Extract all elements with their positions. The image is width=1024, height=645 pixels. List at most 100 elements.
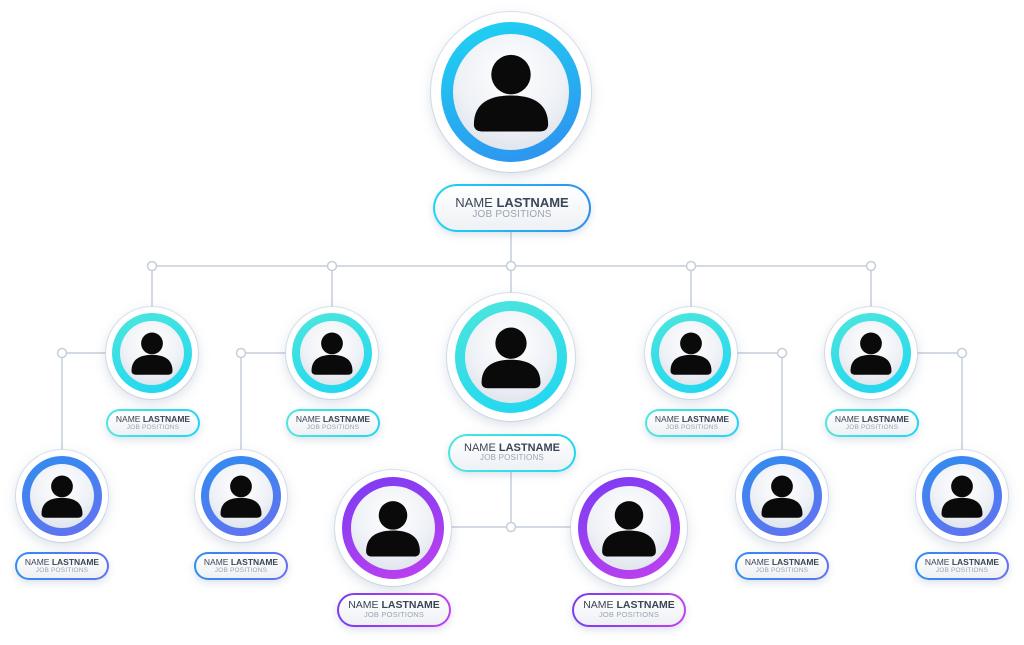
first-name: NAME <box>744 556 770 567</box>
avatar-ring <box>292 313 372 393</box>
connector-dot <box>865 260 877 272</box>
job-position: JOB POSITIONS <box>665 423 719 431</box>
person-icon <box>366 501 420 557</box>
first-name: NAME <box>24 556 50 567</box>
connector-line <box>917 352 963 450</box>
person-name: NAME LASTNAME <box>348 600 440 611</box>
avatar-inner <box>750 464 814 528</box>
avatar-inner <box>30 464 94 528</box>
last-name: LASTNAME <box>496 194 569 210</box>
first-name: NAME <box>464 441 496 454</box>
person-name: NAME LASTNAME <box>204 558 278 567</box>
avatar-inner <box>659 321 723 385</box>
job-position: JOB POSITIONS <box>363 610 425 620</box>
avatar[interactable] <box>16 450 108 542</box>
connector-dot <box>685 260 697 272</box>
person-icon <box>41 475 83 518</box>
person-name: NAME LASTNAME <box>835 415 909 424</box>
person-name: NAME LASTNAME <box>583 600 675 611</box>
avatar-ring <box>201 456 281 536</box>
avatar-ring <box>742 456 822 536</box>
avatar[interactable] <box>106 307 198 399</box>
avatar-ring <box>112 313 192 393</box>
connector-dot <box>326 260 338 272</box>
last-name: LASTNAME <box>681 413 730 424</box>
person-icon <box>941 475 983 518</box>
avatar-inner <box>587 486 671 570</box>
job-position: JOB POSITIONS <box>480 453 544 463</box>
last-name: LASTNAME <box>498 441 560 454</box>
last-name: LASTNAME <box>951 556 1000 567</box>
first-name: NAME <box>203 556 229 567</box>
person-icon <box>602 501 656 557</box>
job-position: JOB POSITIONS <box>472 209 552 221</box>
avatar-ring <box>922 456 1002 536</box>
avatar[interactable] <box>645 307 737 399</box>
avatar[interactable] <box>736 450 828 542</box>
person-icon <box>311 332 353 375</box>
connector-line <box>737 352 783 450</box>
person-icon <box>220 475 262 518</box>
connector-line <box>240 352 286 450</box>
person-name: NAME LASTNAME <box>655 415 729 424</box>
person-name: NAME LASTNAME <box>745 558 819 567</box>
avatar-inner <box>930 464 994 528</box>
person-name: NAME LASTNAME <box>296 415 370 424</box>
avatar-ring <box>22 456 102 536</box>
person-name: NAME LASTNAME <box>116 415 190 424</box>
connector-dot <box>956 347 968 359</box>
avatar[interactable] <box>335 470 451 586</box>
avatar[interactable] <box>916 450 1008 542</box>
avatar[interactable] <box>195 450 287 542</box>
avatar-inner <box>300 321 364 385</box>
avatar-ring <box>342 477 444 579</box>
avatar[interactable] <box>571 470 687 586</box>
person-name: NAME LASTNAME <box>455 194 569 210</box>
avatar[interactable] <box>431 12 591 172</box>
avatar[interactable] <box>825 307 917 399</box>
last-name: LASTNAME <box>51 556 100 567</box>
job-position: JOB POSITIONS <box>935 566 989 574</box>
person-name: NAME LASTNAME <box>925 558 999 567</box>
person-name: NAME LASTNAME <box>464 441 560 455</box>
avatar-inner <box>120 321 184 385</box>
job-position: JOB POSITIONS <box>214 566 268 574</box>
first-name: NAME <box>654 413 680 424</box>
avatar-ring <box>578 477 680 579</box>
last-name: LASTNAME <box>381 599 440 612</box>
avatar[interactable] <box>286 307 378 399</box>
avatar-ring <box>651 313 731 393</box>
first-name: NAME <box>924 556 950 567</box>
person-name: NAME LASTNAME <box>25 558 99 567</box>
connector-line <box>61 352 106 450</box>
person-icon <box>670 332 712 375</box>
avatar[interactable] <box>447 293 575 421</box>
last-name: LASTNAME <box>771 556 820 567</box>
last-name: LASTNAME <box>861 413 910 424</box>
first-name: NAME <box>348 599 379 612</box>
connector-dot <box>505 521 517 533</box>
avatar-inner <box>453 34 569 150</box>
job-position: JOB POSITIONS <box>755 566 809 574</box>
last-name: LASTNAME <box>322 413 371 424</box>
